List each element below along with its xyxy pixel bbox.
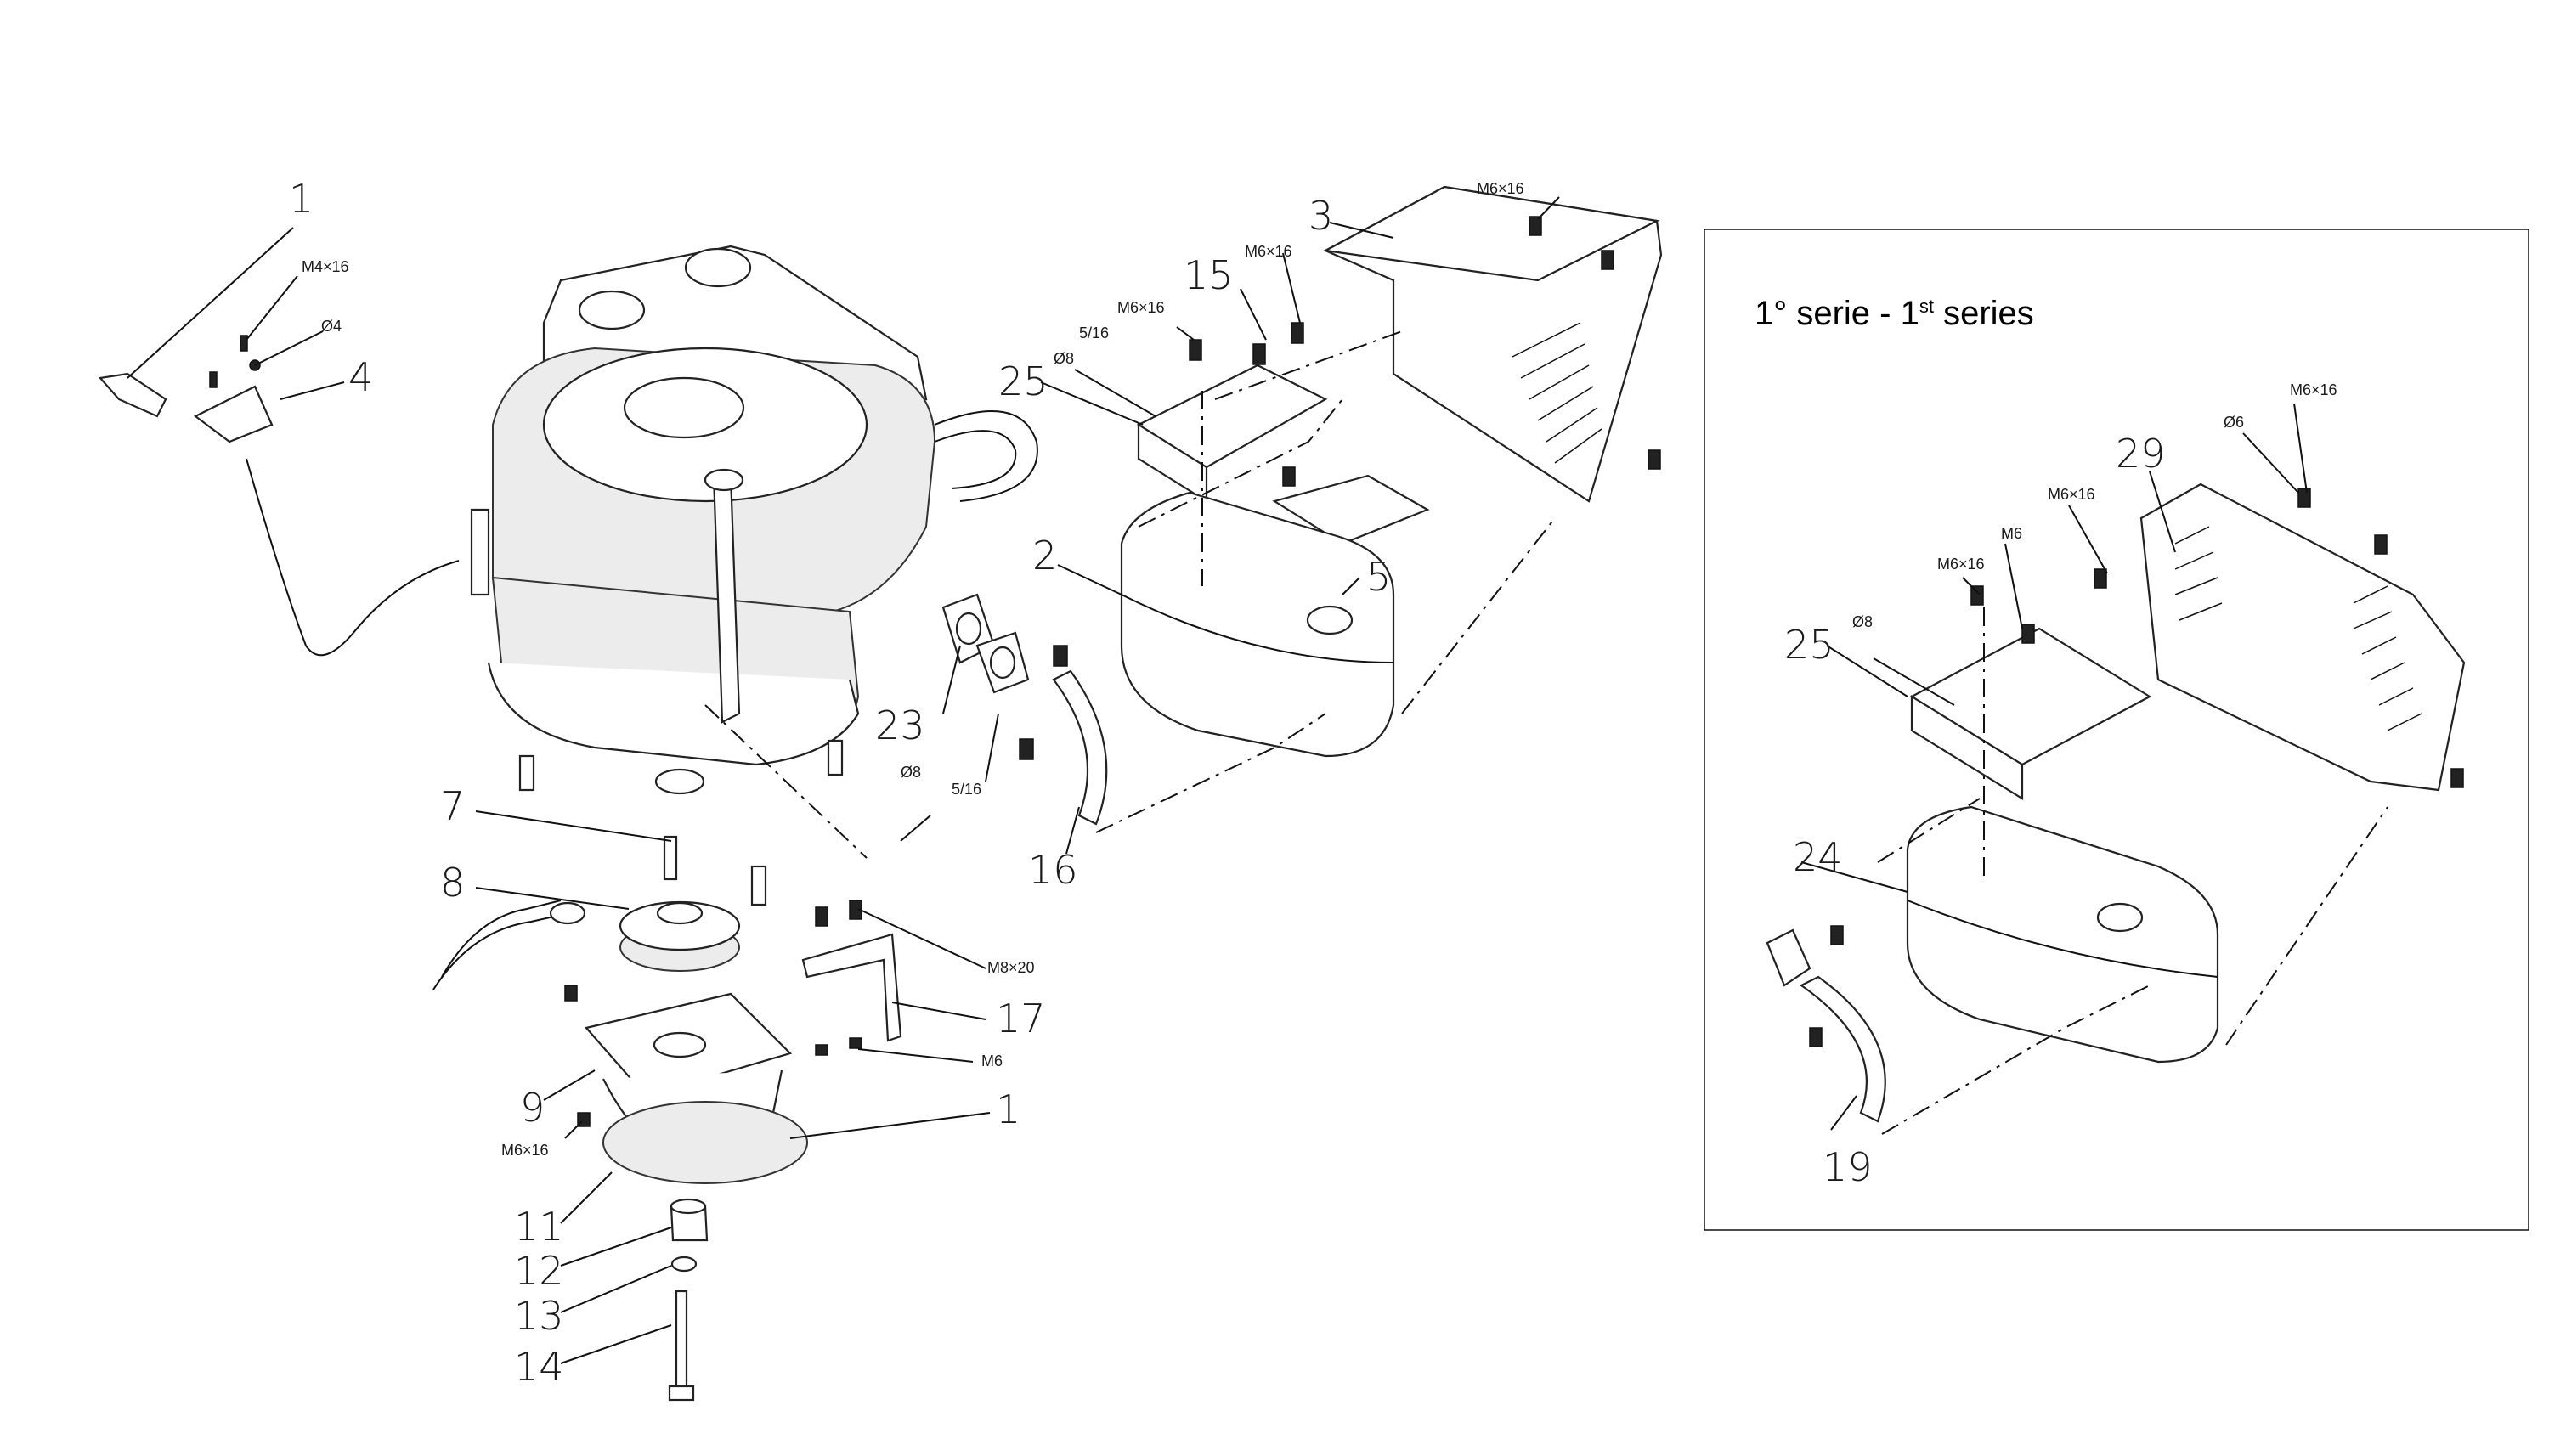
- callout-11: 11: [514, 1204, 564, 1250]
- inset-spec-d8: Ø8: [1852, 613, 1873, 630]
- inset-title-tail: series: [1934, 295, 2034, 332]
- inset-spec-d6: Ø6: [2224, 414, 2244, 431]
- spec-m8x20: M8×20: [987, 959, 1035, 976]
- callout-13: 13: [514, 1293, 564, 1339]
- callout-1: 1: [289, 176, 314, 222]
- spec-m6: M6: [981, 1052, 1003, 1069]
- inset-frame: [1704, 229, 2529, 1231]
- inset-spec-m6x16-a: M6×16: [2290, 381, 2337, 398]
- callout-14: 14: [514, 1344, 564, 1390]
- callout-1-lower: 1: [996, 1086, 1020, 1132]
- callout-8: 8: [440, 860, 465, 906]
- leader-lines: [127, 196, 1560, 1364]
- spec-d8-exhaust: Ø8: [901, 764, 921, 781]
- callout-16: 16: [1028, 847, 1078, 893]
- inset-callout-19: 19: [1823, 1144, 1873, 1190]
- inset-callout-29: 29: [2116, 431, 2166, 477]
- callout-7: 7: [440, 783, 465, 829]
- spec-m6x16-top: M6×16: [1477, 180, 1524, 197]
- callout-25: 25: [998, 358, 1048, 404]
- inset-first-series: 1° serie - 1st series: [1704, 229, 2529, 1231]
- spec-516-exhaust: 5/16: [952, 781, 981, 798]
- callout-3: 3: [1308, 193, 1333, 239]
- inset-title-sup: st: [1919, 296, 1934, 317]
- callout-23: 23: [875, 703, 925, 748]
- callout-17: 17: [996, 996, 1046, 1041]
- spec-m4x16: M4×16: [302, 258, 349, 275]
- callout-5: 5: [1366, 554, 1391, 600]
- inset-spec-m6x16-c: M6×16: [1937, 556, 1985, 573]
- callout-numbers: 1 4 3 15 25 2 5 23 16 7 8 17 1 9 11 12 1…: [289, 176, 1391, 1390]
- callout-2: 2: [1032, 533, 1057, 578]
- throttle-cable-assembly: [98, 335, 460, 657]
- inset-title: 1° serie - 1st series: [1755, 295, 2034, 332]
- clutch-pulley-assembly: [432, 835, 902, 1402]
- inset-callout-25: 25: [1784, 622, 1834, 668]
- spec-d8-25: Ø8: [1054, 350, 1074, 367]
- callout-9: 9: [520, 1085, 545, 1131]
- inset-spec-m6x16-b: M6×16: [2048, 486, 2095, 503]
- spec-m6x16-15: M6×16: [1245, 243, 1292, 260]
- engine-illustration: [470, 245, 1038, 906]
- inset-spec-m6: M6: [2001, 525, 2022, 542]
- inset-title-main: 1° serie - 1: [1755, 295, 1919, 332]
- spec-m6x16-clutch: M6×16: [501, 1142, 549, 1159]
- spec-516-25: 5/16: [1079, 324, 1109, 341]
- inset-callout-24: 24: [1793, 834, 1843, 880]
- hardware-specs: M4×16 Ø4 M6×16 M6×16 M6×16 5/16 Ø8 Ø8 5/…: [302, 180, 1524, 1159]
- spec-d4: Ø4: [321, 318, 342, 335]
- callout-15: 15: [1184, 252, 1234, 298]
- callout-12: 12: [514, 1248, 564, 1294]
- spec-m6x16-25: M6×16: [1117, 299, 1165, 316]
- muffler-assembly: [704, 185, 1663, 859]
- callout-4: 4: [348, 354, 373, 400]
